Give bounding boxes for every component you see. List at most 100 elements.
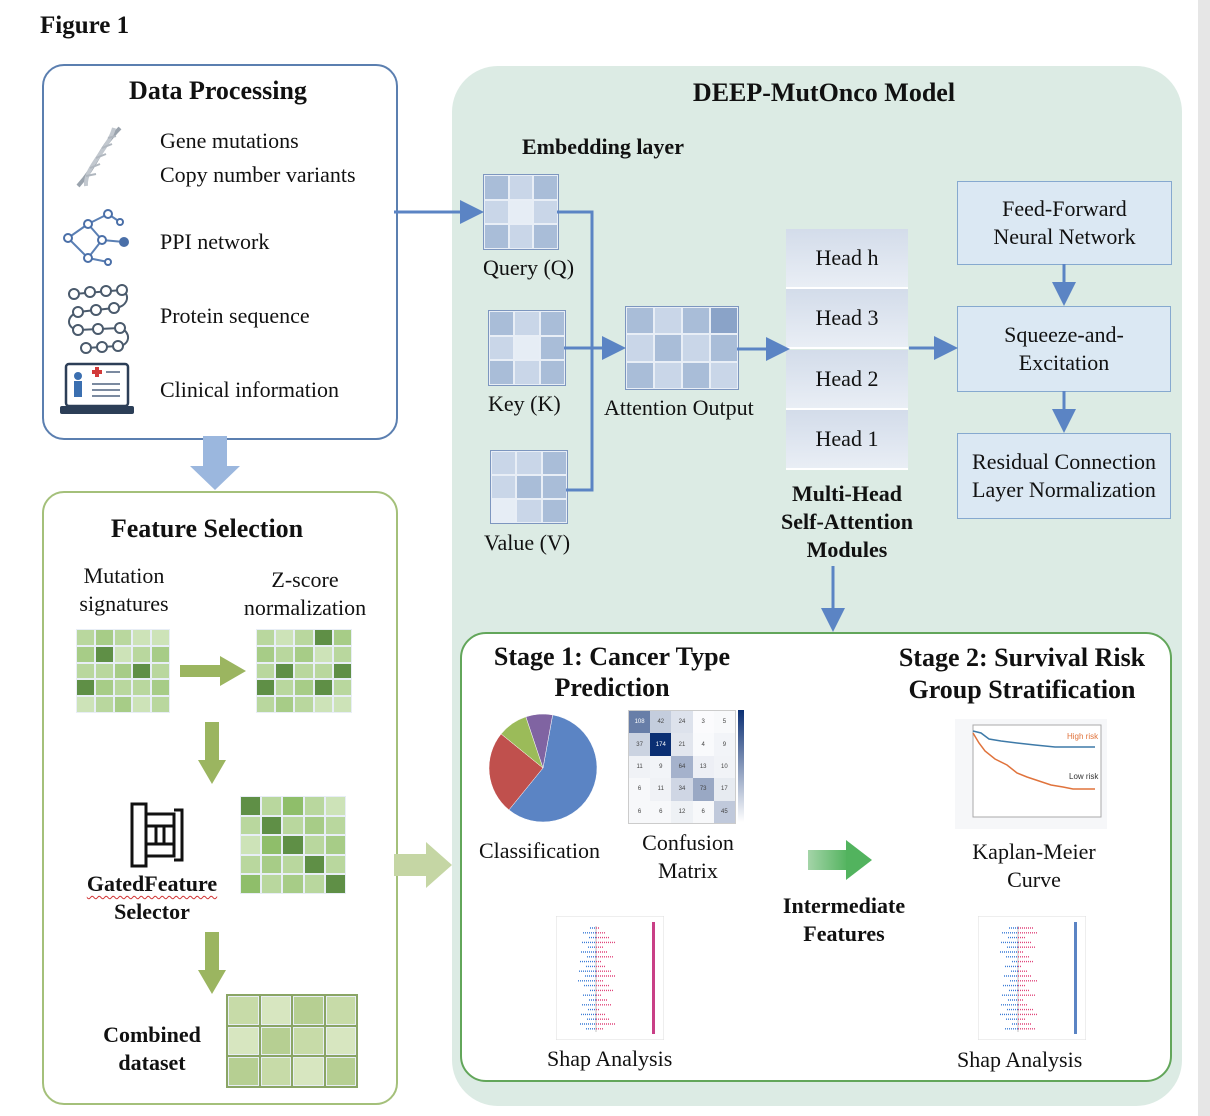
dp-item-protein: Protein sequence — [160, 303, 310, 328]
matrix-cell — [113, 662, 133, 680]
head-3-block: Head 3 — [786, 289, 908, 349]
matrix-cell — [541, 451, 567, 475]
matrix-cell — [151, 629, 170, 646]
confusion-cell: 6 — [650, 800, 672, 823]
matrix-cell — [275, 645, 295, 663]
head-1-block: Head 1 — [786, 410, 908, 470]
matrix-cell — [313, 662, 333, 680]
query-label: Query (Q) — [483, 255, 575, 280]
matrix-cell — [228, 996, 259, 1025]
matrix-cell — [313, 679, 333, 697]
confusion-cell: 42 — [650, 711, 672, 734]
value-label: Value (V) — [484, 530, 571, 555]
data-processing-title: Data Processing — [129, 76, 307, 105]
matrix-cell — [76, 679, 95, 697]
dna-icon — [76, 126, 122, 188]
matrix-cell — [491, 451, 517, 475]
matrix-cell — [332, 662, 352, 680]
matrix-cell — [294, 629, 314, 646]
confusion-cell: 3 — [692, 711, 714, 734]
stage2-title: Stage 2: Survival Risk Group Stratificat… — [898, 643, 1146, 704]
matrix-cell — [303, 815, 325, 836]
gated-selector-label-2: Selector — [114, 899, 190, 924]
matrix-cell — [533, 224, 558, 249]
head-h-block: Head h — [786, 229, 908, 289]
matrix-cell — [275, 696, 295, 713]
matrix-cell — [275, 679, 295, 697]
matrix-cell — [282, 854, 304, 875]
dp-item-ppi: PPI network — [160, 229, 270, 254]
matrix-cell — [303, 796, 325, 816]
matrix-cell — [332, 696, 352, 713]
matrix-cell — [508, 224, 534, 249]
matrix-cell — [240, 874, 262, 894]
gated-selector-label-1: GatedFeature — [86, 871, 218, 896]
matrix-cell — [541, 499, 567, 523]
confusion-cell: 108 — [629, 711, 651, 734]
matrix-cell — [294, 645, 314, 663]
zscore-heatmap — [256, 629, 352, 713]
matrix-cell — [282, 796, 304, 816]
matrix-cell — [282, 835, 304, 855]
model-title: DEEP-MutOnco Model — [692, 78, 956, 107]
matrix-cell — [260, 1026, 291, 1056]
confusion-colorbar — [738, 710, 744, 822]
matrix-cell — [626, 334, 654, 362]
feature-selection-title: Feature Selection — [110, 514, 304, 543]
protein-sequence-icon — [68, 284, 129, 354]
clinical-record-icon — [60, 362, 134, 414]
confusion-cell: 6 — [629, 800, 651, 823]
km-curve-label: Kaplan-Meier Curve — [972, 839, 1096, 892]
matrix-cell — [94, 629, 114, 646]
gated-heatmap — [240, 796, 346, 894]
matrix-cell — [484, 199, 509, 225]
km-high-risk-label: High risk — [1067, 732, 1099, 741]
matrix-cell — [325, 996, 356, 1025]
classification-pie-chart — [488, 713, 598, 823]
matrix-cell — [151, 696, 170, 713]
confusion-cell: 5 — [713, 711, 735, 734]
down-arrow-icon — [190, 436, 240, 490]
matrix-cell — [491, 475, 517, 499]
pie-slice — [525, 713, 553, 769]
matrix-cell — [240, 835, 262, 855]
matrix-cell — [541, 475, 567, 499]
matrix-cell — [654, 361, 682, 389]
confusion-cell: 174 — [650, 733, 672, 756]
confusion-matrix-label: Confusion Matrix — [642, 830, 734, 883]
matrix-cell — [654, 334, 682, 362]
figure-title: Figure 1 — [40, 12, 130, 39]
matrix-cell — [256, 645, 276, 663]
confusion-cell: 64 — [671, 755, 693, 779]
matrix-cell — [151, 679, 170, 697]
matrix-cell — [303, 874, 325, 894]
matrix-cell — [240, 796, 262, 816]
matrix-cell — [228, 1026, 259, 1056]
shap-analysis-label-2: Shap Analysis — [957, 1047, 1083, 1072]
shap-background — [556, 916, 664, 1040]
dp-item-cnv: Copy number variants — [160, 162, 356, 187]
matrix-cell — [325, 1026, 356, 1056]
matrix-cell — [710, 361, 738, 389]
matrix-cell — [332, 645, 352, 663]
matrix-cell — [514, 360, 540, 385]
matrix-cell — [94, 662, 114, 680]
pie-slice — [508, 714, 598, 823]
matrix-cell — [113, 696, 133, 713]
right-arrow-icon — [808, 840, 872, 880]
confusion-cell: 37 — [629, 733, 651, 756]
matrix-cell — [324, 854, 346, 875]
matrix-cell — [132, 696, 152, 713]
gate-icon — [130, 802, 184, 868]
matrix-cell — [275, 662, 295, 680]
matrix-cell — [332, 629, 352, 646]
key-label: Key (K) — [488, 391, 561, 416]
matrix-cell — [332, 679, 352, 697]
matrix-cell — [539, 335, 565, 361]
se-box: Squeeze-and- Excitation — [957, 306, 1171, 392]
confusion-cell: 17 — [713, 778, 735, 801]
confusion-cell: 45 — [713, 800, 735, 823]
matrix-cell — [303, 854, 325, 875]
matrix-cell — [484, 175, 509, 200]
matrix-cell — [293, 1057, 324, 1086]
